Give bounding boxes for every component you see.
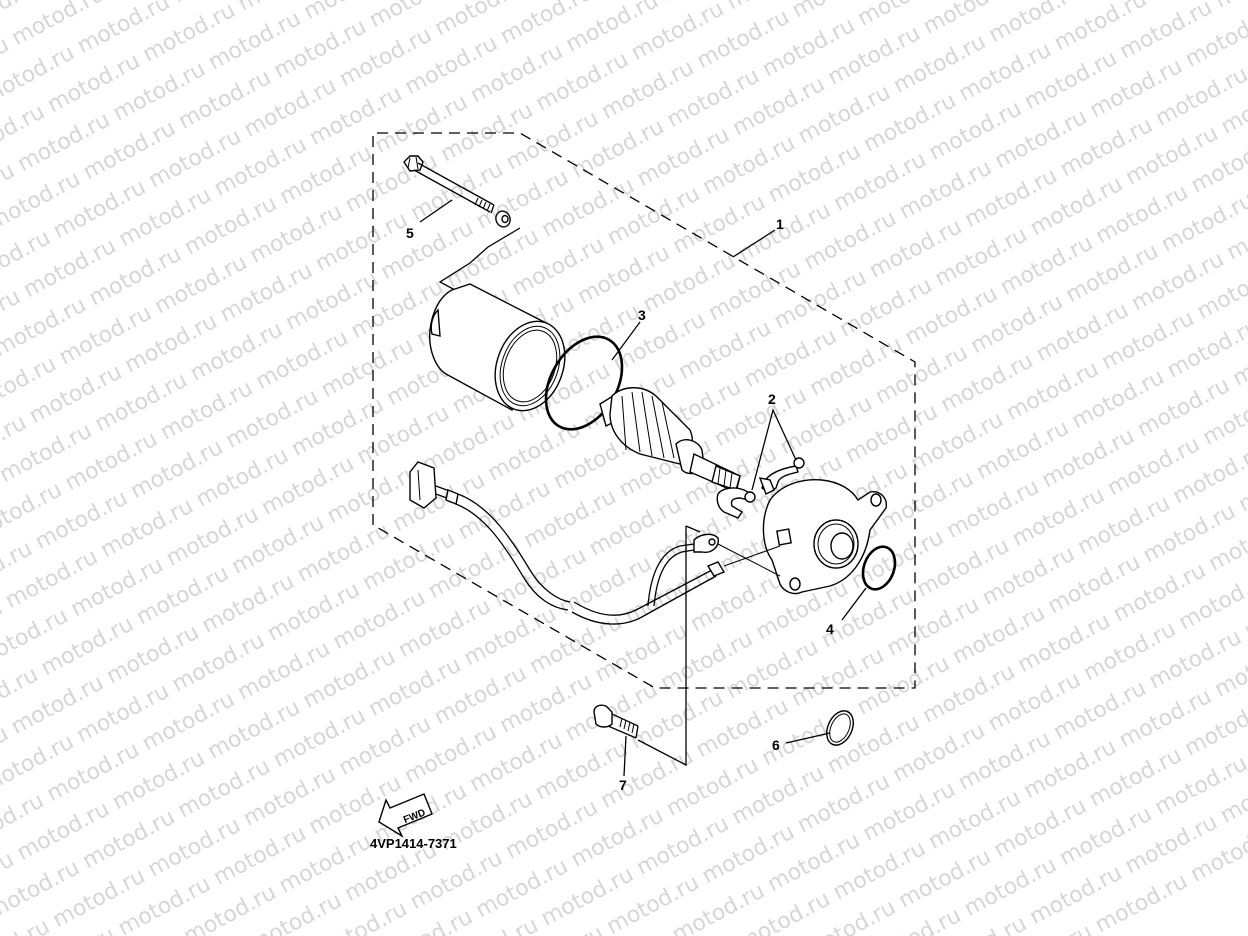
lead-wire bbox=[409, 461, 726, 625]
bolt-guide-tick bbox=[685, 525, 701, 533]
armature bbox=[599, 387, 741, 493]
leader-line-2 bbox=[751, 408, 797, 491]
assembly-guide-line bbox=[438, 227, 521, 291]
leader-line-5 bbox=[419, 199, 453, 223]
leader-line-3 bbox=[611, 321, 641, 361]
callout-1: 1 bbox=[776, 216, 784, 232]
leader-line-6 bbox=[785, 732, 831, 744]
brush-clip-b bbox=[758, 457, 805, 495]
callout-4: 4 bbox=[826, 621, 834, 637]
fwd-direction-icon: FWD bbox=[378, 793, 433, 838]
through-bolt bbox=[403, 155, 495, 214]
assembly-group-box bbox=[372, 132, 916, 689]
part-code: 4VP1414-7371 bbox=[370, 836, 457, 851]
leader-line-1 bbox=[732, 229, 776, 258]
bolt-guide-line bbox=[637, 526, 687, 767]
wire-guide-line bbox=[723, 545, 781, 567]
washer bbox=[495, 210, 511, 228]
leader-line-7 bbox=[623, 735, 627, 777]
mounting-bolt bbox=[593, 704, 639, 739]
leader-line-4 bbox=[841, 587, 867, 621]
o-ring-4 bbox=[861, 545, 897, 591]
wire-guide-line-2 bbox=[717, 543, 781, 577]
brush-clip-a bbox=[716, 487, 756, 519]
o-ring-6 bbox=[826, 710, 854, 746]
callout-2: 2 bbox=[768, 391, 776, 407]
callout-3: 3 bbox=[638, 307, 646, 323]
callout-5: 5 bbox=[406, 225, 414, 241]
callout-6: 6 bbox=[772, 737, 780, 753]
front-cover bbox=[762, 479, 887, 595]
callout-7: 7 bbox=[619, 777, 627, 793]
yoke-housing bbox=[429, 283, 566, 412]
